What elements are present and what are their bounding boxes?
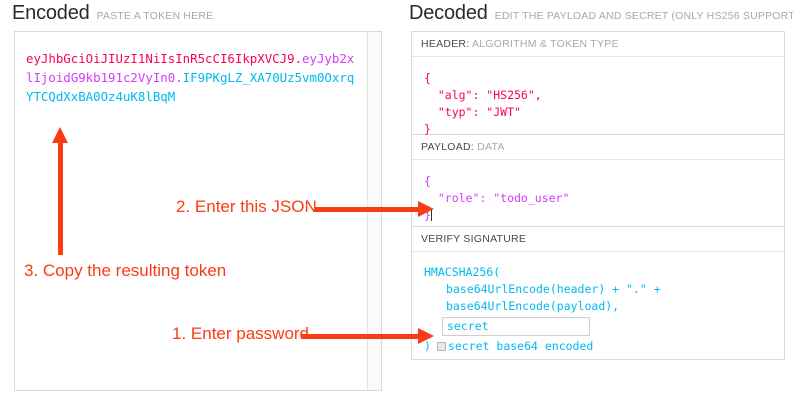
signature-line-1: HMACSHA256( xyxy=(424,265,501,279)
header-json-body: { "alg": "HS256", "typ": "JWT" } xyxy=(424,71,542,136)
signature-label-key: VERIFY SIGNATURE xyxy=(421,233,527,245)
payload-claim-line: "role": "todo_user" xyxy=(424,191,570,205)
token-separator-2: . xyxy=(175,70,183,85)
encoded-heading: Encoded xyxy=(12,2,90,24)
arrow-head xyxy=(52,127,68,143)
decoded-column-title: Decoded EDIT THE PAYLOAD AND SECRET (ONLY… xyxy=(409,2,793,25)
secret-input[interactable] xyxy=(442,317,590,336)
base64-encoded-label: secret base64 encoded xyxy=(447,339,594,353)
decoded-signature-section: VERIFY SIGNATURE HMACSHA256( base64UrlEnc… xyxy=(411,226,785,360)
signature-close-paren: ) xyxy=(424,339,431,353)
header-label-value: ALGORITHM & TOKEN TYPE xyxy=(472,38,619,50)
decoded-subheading: EDIT THE PAYLOAD AND SECRET (ONLY HS256 … xyxy=(494,10,793,22)
signature-body: HMACSHA256( base64UrlEncode(header) + "."… xyxy=(412,252,784,359)
base64-encoded-checkbox[interactable] xyxy=(436,342,446,351)
signature-line-3: base64UrlEncode(payload), xyxy=(446,299,620,313)
signature-closing-row: ) secret base64 encoded xyxy=(424,338,775,355)
payload-section-label: PAYLOAD: DATA xyxy=(412,135,784,160)
annotation-step-1-text: 1. Enter password xyxy=(172,324,310,343)
decoded-heading: Decoded xyxy=(409,2,488,24)
decoded-payload-section: PAYLOAD: DATA { "role": "todo_user" } xyxy=(411,134,785,226)
token-header-segment: eyJhbGciOiJIUzI1NiIsInR5cCI6IkpXVCJ9 xyxy=(26,51,295,66)
token-separator-1: . xyxy=(294,51,303,66)
payload-json-editor[interactable]: { "role": "todo_user" } xyxy=(412,160,784,226)
annotation-step-2-text: 2. Enter this JSON xyxy=(176,197,317,216)
decoded-header-section: HEADER: ALGORITHM & TOKEN TYPE { "alg": … xyxy=(411,31,785,136)
arrow-shaft xyxy=(301,334,420,339)
arrow-head xyxy=(418,328,434,344)
header-section-label: HEADER: ALGORITHM & TOKEN TYPE xyxy=(412,32,784,57)
arrow-shaft xyxy=(57,139,63,255)
payload-open-brace: { xyxy=(424,174,431,188)
token-signature-segment: IF9PKgLZ_XA70Uz5vm0OxrqYTCQdXxBA0Oz4uK8l… xyxy=(26,70,355,104)
encoded-token-text[interactable]: eyJhbGciOiJIUzI1NiIsInR5cCI6IkpXVCJ9.eyJ… xyxy=(26,49,358,106)
signature-line-2: base64UrlEncode(header) + "." + xyxy=(446,282,661,296)
arrow-shaft xyxy=(314,207,420,212)
annotation-step-3-text: 3. Copy the resulting token xyxy=(24,261,227,280)
decoded-panel: HEADER: ALGORITHM & TOKEN TYPE { "alg": … xyxy=(411,31,785,375)
encoded-column-title: Encoded PASTE A TOKEN HERE xyxy=(12,2,213,25)
annotation-step-3-arrow-up-icon xyxy=(52,127,68,255)
payload-label-value: DATA xyxy=(477,141,505,153)
token-payload-segment: eyJyb2xlIjoidG9kb191c2VyIn0 xyxy=(26,51,355,85)
header-label-key: HEADER: xyxy=(421,38,470,50)
encoded-subheading: PASTE A TOKEN HERE xyxy=(96,10,214,22)
payload-label-key: PAYLOAD: xyxy=(421,141,474,153)
arrow-head xyxy=(418,201,434,217)
signature-section-label: VERIFY SIGNATURE xyxy=(412,227,784,252)
